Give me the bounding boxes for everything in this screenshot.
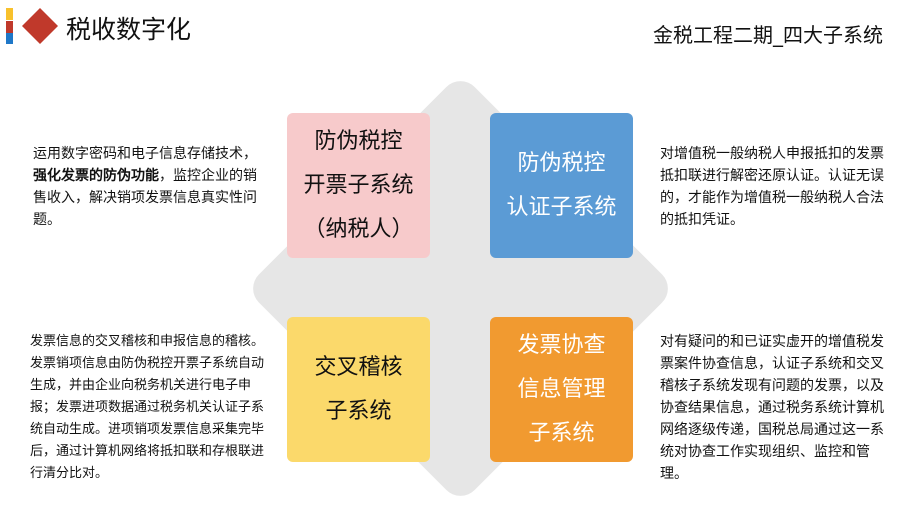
box-label: 信息管理 — [517, 376, 606, 402]
logo-bar-yellow — [6, 8, 13, 20]
box-label: 发票协查 — [517, 332, 606, 358]
page-subtitle: 金税工程二期_四大子系统 — [653, 23, 883, 47]
box-invoice-issuing-subsystem: 防伪税控开票子系统 （纳税人） — [287, 113, 430, 258]
text-segment: ，监控企业的销售收入，解决销项发票信息真实性问题。 — [33, 168, 257, 228]
text-bold-segment: 强化发票的防伪功能 — [33, 168, 159, 184]
box-invoice-investigation-subsystem: 发票协查信息管理子系统 — [490, 317, 633, 462]
box-label: 开票子系统 — [303, 172, 414, 198]
logo-bar-red — [6, 21, 13, 33]
logo-bar-blue — [6, 33, 13, 44]
description-bottom-left: 发票信息的交叉稽核和申报信息的稽核。发票销项信息由防伪税控开票子系统自动生成，并… — [30, 334, 265, 481]
box-authentication-subsystem: 防伪税控认证子系统 — [490, 113, 633, 258]
text-segment: 运用数字密码和电子信息存储技术， — [33, 146, 257, 162]
page-title: 税收数字化 — [66, 15, 192, 44]
box-label: 防伪税控 — [517, 150, 606, 176]
box-label: 交叉稽核 — [314, 354, 403, 380]
box-label: 防伪税控 — [314, 128, 403, 154]
description-top-right: 对增值税一般纳税人申报抵扣的发票抵扣联进行解密还原认证。认证无误的，才能作为增值… — [660, 146, 884, 228]
box-label: 子系统 — [325, 398, 392, 424]
box-label: 认证子系统 — [506, 194, 617, 220]
description-top-left: 运用数字密码和电子信息存储技术， 强化发票的防伪功能，监控企业的销售收入，解决销项… — [33, 143, 267, 231]
box-cross-audit-subsystem: 交叉稽核子系统 — [287, 317, 430, 462]
description-bottom-right: 对有疑问的和已证实虚开的增值税发票案件协查信息，认证子系统和交叉稽核子系统发现有… — [660, 334, 884, 482]
diamond-logo-icon — [22, 8, 58, 44]
box-label: 子系统 — [528, 420, 595, 446]
box-label: （纳税人） — [303, 216, 414, 242]
